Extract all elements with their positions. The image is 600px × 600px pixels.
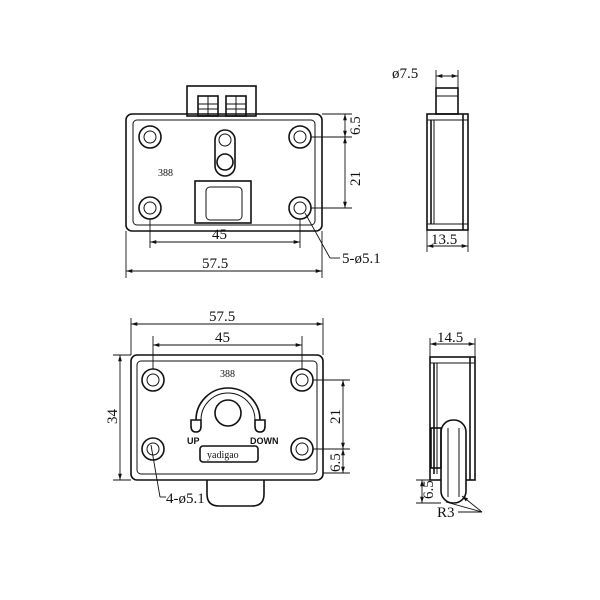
dim-hole-spacing-y: 21 (348, 171, 364, 186)
side-body (426, 113, 469, 231)
dim-wheel-offset: 6.5 (421, 480, 437, 499)
top-front-view: 388 45 57.5 6.5 21 5-ø5.1 (125, 85, 381, 278)
brand-badge (199, 445, 259, 463)
dim-hole-spacing-x: 45 (215, 330, 230, 346)
adjust-screw (214, 399, 242, 427)
bottom-side-view: 14.5 6.5 R3 (416, 330, 483, 521)
dim-hole-spacing-x: 45 (212, 227, 227, 243)
top-plate-outer (125, 113, 323, 232)
dim-radius: R3 (437, 505, 455, 521)
dim-height: 34 (105, 409, 121, 425)
dim-width-outer: 57.5 (202, 256, 228, 272)
dim-hole-spacing-y: 21 (328, 409, 344, 424)
hole-callout: 4-ø5.1 (166, 491, 205, 507)
model-label: 388 (158, 168, 173, 179)
bottom-front-view: 388 UP DOWN yadigao 57.5 45 34 21 6.5 4-… (105, 309, 350, 507)
mounting-hole (138, 196, 162, 220)
mounting-hole (288, 125, 312, 149)
mounting-hole (288, 196, 312, 220)
dim-depth: 14.5 (437, 330, 463, 346)
top-side-view: ø7.5 13.5 (392, 66, 469, 252)
dim-top-offset: 6.5 (348, 116, 364, 135)
dim-bottom-offset: 6.5 (328, 453, 344, 472)
adjuster-arc (195, 387, 261, 421)
dim-width-outer: 57.5 (209, 309, 235, 325)
dim-depth: 13.5 (431, 232, 457, 248)
model-label: 388 (220, 369, 235, 380)
hole-callout: 5-ø5.1 (342, 251, 381, 267)
side-pin (435, 87, 459, 115)
bottom-plate-outer (130, 354, 324, 481)
label-down: DOWN (250, 436, 279, 446)
wheel (206, 480, 265, 507)
top-plate-inner (132, 119, 316, 226)
dim-pin-diameter: ø7.5 (392, 66, 418, 82)
label-up: UP (187, 436, 200, 446)
top-tab (186, 85, 257, 117)
mounting-hole (138, 125, 162, 149)
bottom-plate-inner (136, 360, 318, 475)
side-wheel (440, 419, 467, 504)
wheel-window (194, 180, 252, 224)
center-slot (214, 129, 236, 177)
brand-label: yadigao (207, 450, 239, 461)
